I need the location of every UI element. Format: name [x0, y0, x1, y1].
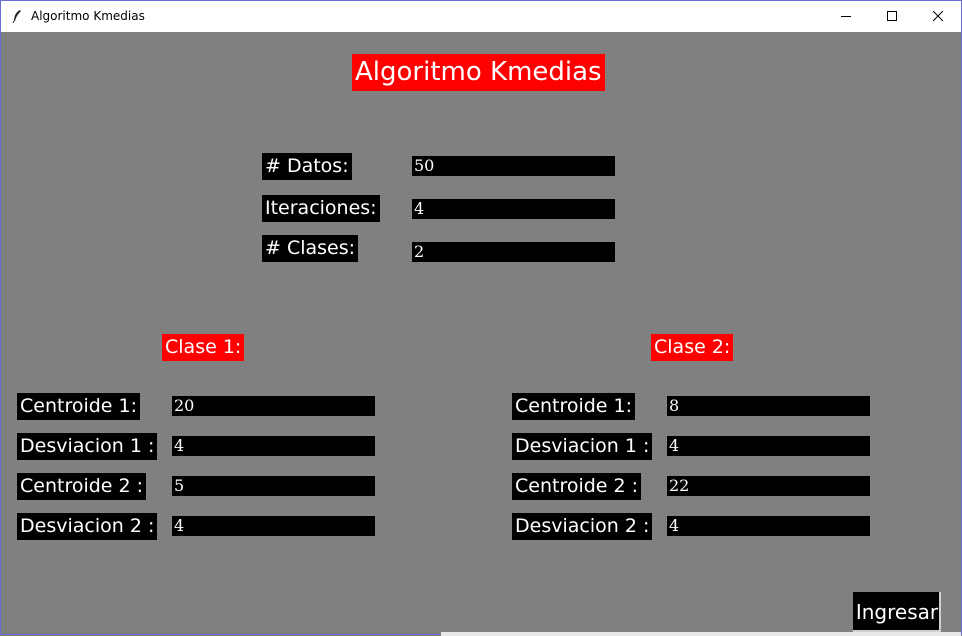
clase1-centroide1-label: Centroide 1: — [17, 393, 141, 420]
feather-icon — [12, 10, 21, 23]
clase2-desviacion1-label: Desviacion 1 : — [512, 433, 653, 460]
clase1-desviacion2-input[interactable]: 4 — [172, 516, 375, 536]
clase1-desviacion1-label: Desviacion 1 : — [17, 433, 158, 460]
clase2-centroide2-label: Centroide 2 : — [512, 473, 642, 500]
clase1-centroide2-label: Centroide 2 : — [17, 473, 147, 500]
maximize-button[interactable] — [869, 1, 915, 32]
iteraciones-label: Iteraciones: — [262, 195, 380, 222]
clase2-desviacion1-input[interactable]: 4 — [667, 436, 870, 456]
title-bar[interactable]: Algoritmo Kmedias — [1, 1, 961, 32]
datos-input[interactable]: 50 — [412, 156, 615, 176]
clase2-centroide1-label: Centroide 1: — [512, 393, 636, 420]
clase1-desviacion1-input[interactable]: 4 — [172, 436, 375, 456]
close-icon — [932, 11, 943, 22]
clase1-desviacion2-label: Desviacion 2 : — [17, 513, 158, 540]
clase2-centroide2-input[interactable]: 22 — [667, 476, 870, 496]
clase2-title: Clase 2: — [651, 334, 734, 361]
clase1-title: Clase 1: — [162, 334, 245, 361]
clase2-desviacion2-label: Desviacion 2 : — [512, 513, 653, 540]
clases-input[interactable]: 2 — [412, 242, 615, 262]
clase1-centroide1-input[interactable]: 20 — [172, 396, 375, 416]
clase2-desviacion2-input[interactable]: 4 — [667, 516, 870, 536]
close-button[interactable] — [915, 1, 961, 32]
minimize-button[interactable] — [823, 1, 869, 32]
clases-label: # Clases: — [262, 235, 359, 262]
iteraciones-input[interactable]: 4 — [412, 199, 615, 219]
ingresar-button[interactable]: Ingresar — [853, 592, 941, 632]
maximize-icon — [886, 11, 897, 21]
clase2-centroide1-input[interactable]: 8 — [667, 396, 870, 416]
minimize-icon — [840, 16, 851, 17]
page-title: Algoritmo Kmedias — [352, 54, 605, 91]
datos-label: # Datos: — [262, 153, 352, 180]
window-title: Algoritmo Kmedias — [31, 9, 145, 23]
status-strip — [441, 632, 961, 636]
clase1-centroide2-input[interactable]: 5 — [172, 476, 375, 496]
